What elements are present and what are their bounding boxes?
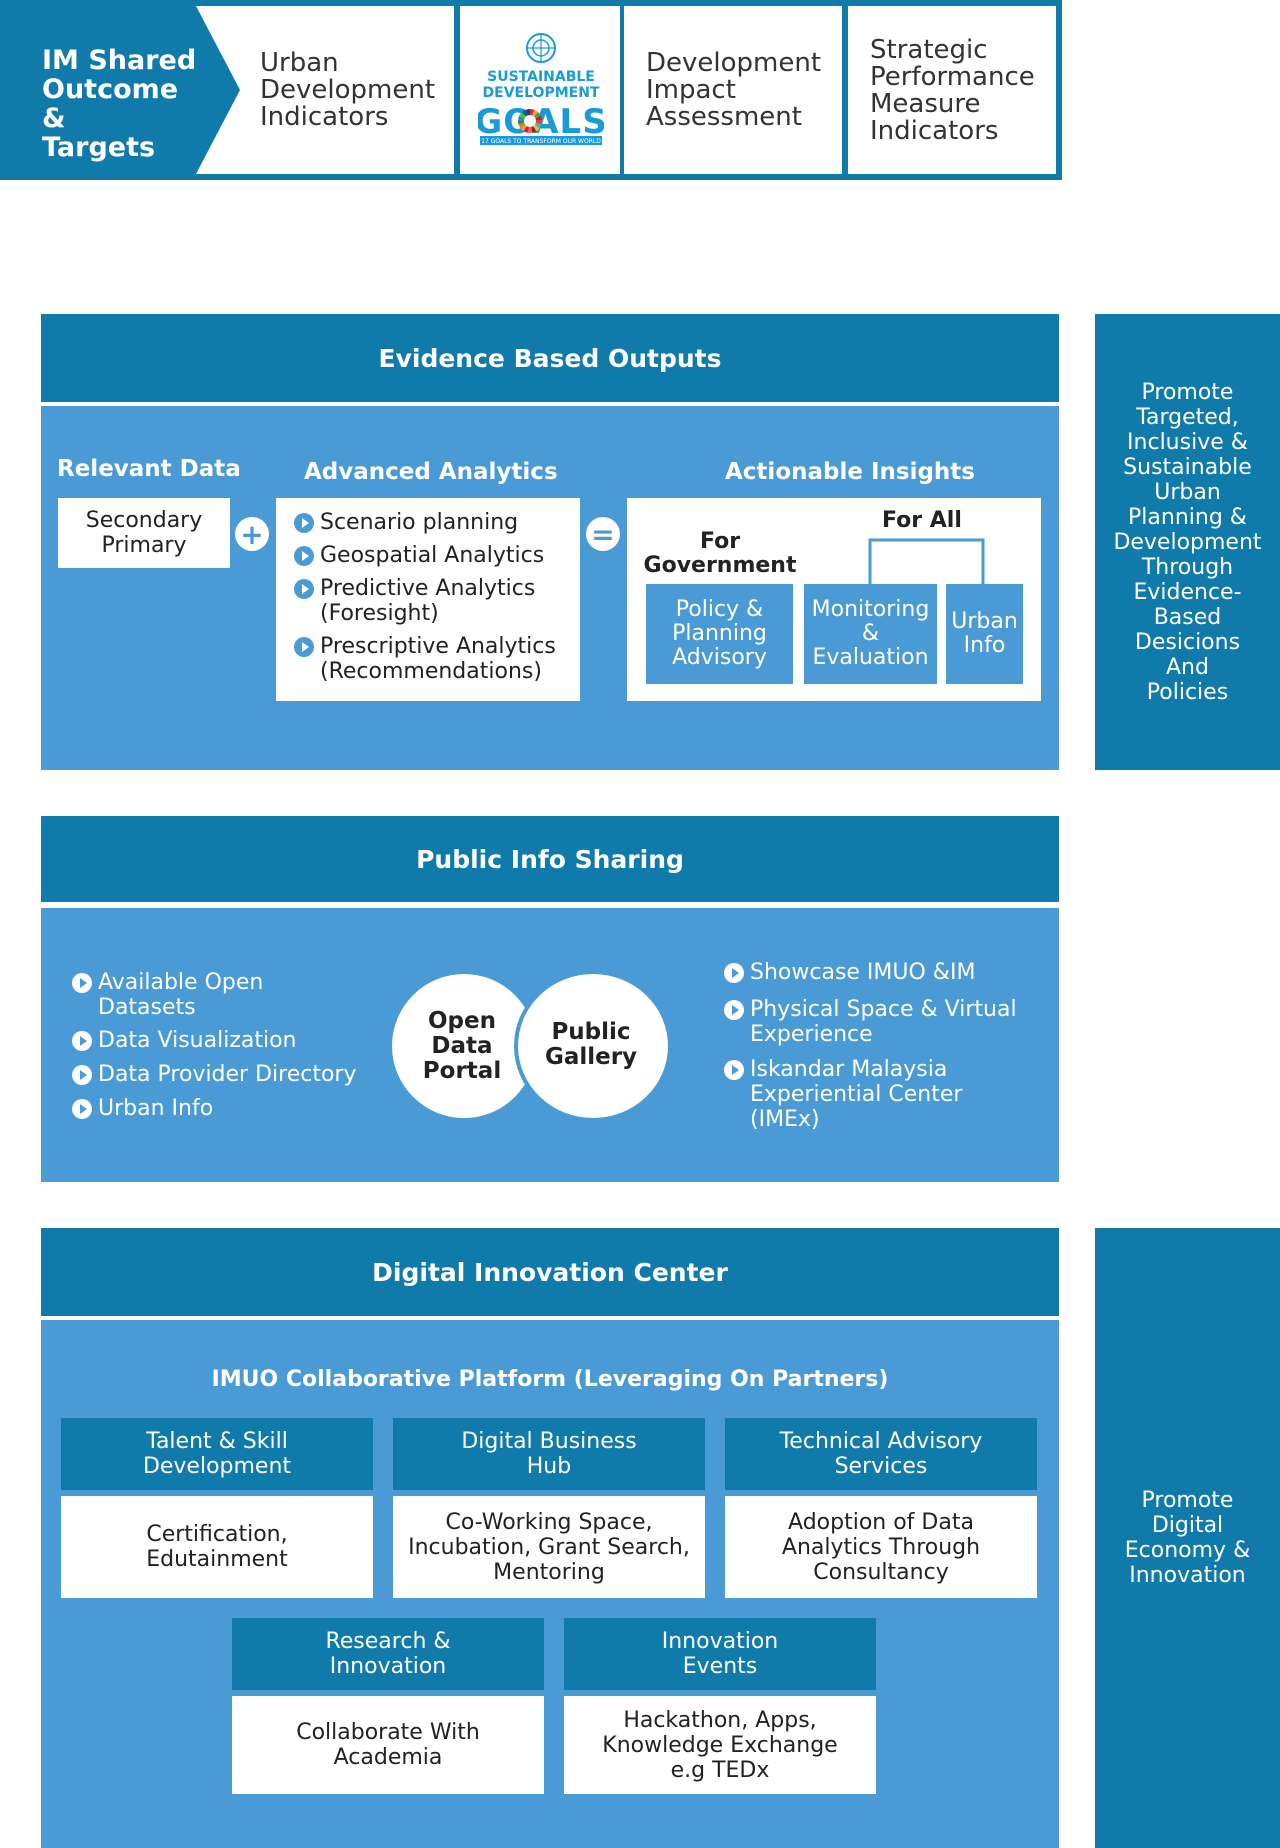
for-all-bracket (868, 538, 985, 584)
sdg-logo: SUSTAINABLE DEVELOPMENT GOALS 17 GOALS T… (474, 30, 607, 148)
analytics-item-label: Predictive Analytics (Foresight) (320, 576, 536, 626)
policy-advisory-box: Policy & Planning Advisory (646, 584, 793, 684)
analytics-item: Geospatial Analytics (294, 543, 568, 568)
play-bullet-icon (72, 1031, 92, 1051)
public-info-header: Public Info Sharing (41, 816, 1059, 902)
list-item-label: Data Provider Directory (98, 1062, 357, 1087)
sdg-tagline: 17 GOALS TO TRANSFORM OUR WORLD (481, 138, 601, 145)
analytics-item-label: Scenario planning (320, 510, 519, 535)
card-body-advisory: Adoption of Data Analytics Through Consu… (725, 1496, 1037, 1598)
list-item-label: Data Visualization (98, 1028, 297, 1053)
play-bullet-icon (72, 1099, 92, 1119)
open-data-list: Available Open Datasets Data Visualizati… (72, 970, 392, 1121)
performance-indicators-box (848, 6, 1056, 174)
card-body-events: Hackathon, Apps, Knowledge Exchange e.g … (564, 1696, 876, 1794)
list-item-label: Urban Info (98, 1096, 214, 1121)
relevant-data-box: Secondary Primary (58, 498, 230, 568)
plus-icon: + (235, 517, 269, 551)
digital-innovation-header: Digital Innovation Center (41, 1228, 1059, 1316)
sdg-wheel-icon (518, 109, 542, 133)
list-item: Showcase IMUO &IM (724, 960, 1044, 985)
play-bullet-icon (294, 637, 314, 657)
public-gallery-label: Public Gallery (544, 1019, 638, 1070)
list-item: Iskandar Malaysia Experiential Center (I… (724, 1057, 1044, 1132)
play-bullet-icon (724, 1060, 744, 1080)
list-item: Physical Space & Virtual Experience (724, 997, 1044, 1047)
relevant-data-title: Relevant Data (57, 456, 241, 482)
urban-info-box: Urban Info (946, 584, 1023, 684)
analytics-item-label: Geospatial Analytics (320, 543, 545, 568)
for-government-label: For Government (643, 529, 797, 578)
play-bullet-icon (724, 1000, 744, 1020)
evidence-header: Evidence Based Outputs (41, 314, 1059, 402)
equals-icon: = (586, 517, 620, 551)
analytics-item-label: Prescriptive Analytics (Recommendations) (320, 634, 556, 684)
analytics-item: Scenario planning (294, 510, 568, 535)
monitoring-evaluation-box: Monitoring & Evaluation (804, 584, 937, 684)
play-bullet-icon (294, 513, 314, 533)
list-item-label: Physical Space & Virtual Experience (750, 997, 1017, 1047)
analytics-item: Predictive Analytics (Foresight) (294, 576, 568, 626)
card-body-talent: Certification, Edutainment (61, 1496, 373, 1598)
card-head-advisory: Technical Advisory Services (725, 1418, 1037, 1490)
play-bullet-icon (72, 1065, 92, 1085)
outcome-targets-label: IM Shared Outcome & Targets (42, 45, 197, 163)
card-body-research: Collaborate With Academia (232, 1696, 544, 1794)
play-bullet-icon (294, 579, 314, 599)
urban-indicators-label: Urban Development Indicators (260, 48, 436, 132)
digital-side-text: Promote Digital Economy & Innovation (1095, 1228, 1280, 1848)
evidence-side-text: Promote Targeted, Inclusive & Sustainabl… (1095, 314, 1280, 770)
card-head-business-hub: Digital Business Hub (393, 1418, 705, 1490)
sdg-line1: SUSTAINABLE (487, 69, 595, 85)
advanced-analytics-box: Scenario planning Geospatial Analytics P… (276, 498, 580, 701)
public-gallery-circle (514, 970, 672, 1122)
play-bullet-icon (72, 973, 92, 993)
list-item-label: Iskandar Malaysia Experiential Center (I… (750, 1057, 963, 1132)
card-head-talent: Talent & Skill Development (61, 1418, 373, 1490)
advanced-analytics-title: Advanced Analytics (304, 459, 558, 485)
un-emblem-icon (526, 33, 556, 63)
card-head-events: Innovation Events (564, 1618, 876, 1690)
list-item: Data Provider Directory (72, 1062, 392, 1087)
sdg-line2: DEVELOPMENT (483, 85, 600, 101)
platform-title: IMUO Collaborative Platform (Leveraging … (211, 1367, 889, 1392)
outcome-arrow-shape (0, 0, 240, 180)
play-bullet-icon (294, 546, 314, 566)
open-data-portal-label: Open Data Portal (422, 1007, 502, 1084)
analytics-item: Prescriptive Analytics (Recommendations) (294, 634, 568, 684)
actionable-insights-title: Actionable Insights (725, 459, 975, 485)
list-item: Data Visualization (72, 1028, 392, 1053)
list-item-label: Available Open Datasets (98, 970, 264, 1020)
list-item: Urban Info (72, 1096, 392, 1121)
impact-assessment-box (624, 6, 842, 174)
for-all-label: For All (882, 508, 962, 533)
card-head-research: Research & Innovation (232, 1618, 544, 1690)
performance-indicators-label: Strategic Performance Measure Indicators (870, 35, 1035, 146)
card-body-business-hub: Co-Working Space, Incubation, Grant Sear… (393, 1496, 705, 1598)
list-item: Available Open Datasets (72, 970, 392, 1020)
gallery-list: Showcase IMUO &IM Physical Space & Virtu… (724, 960, 1044, 1132)
impact-assessment-label: Development Impact Assessment (646, 48, 822, 132)
list-item-label: Showcase IMUO &IM (750, 960, 976, 985)
urban-indicators-box-shape (196, 6, 454, 174)
play-bullet-icon (724, 963, 744, 983)
